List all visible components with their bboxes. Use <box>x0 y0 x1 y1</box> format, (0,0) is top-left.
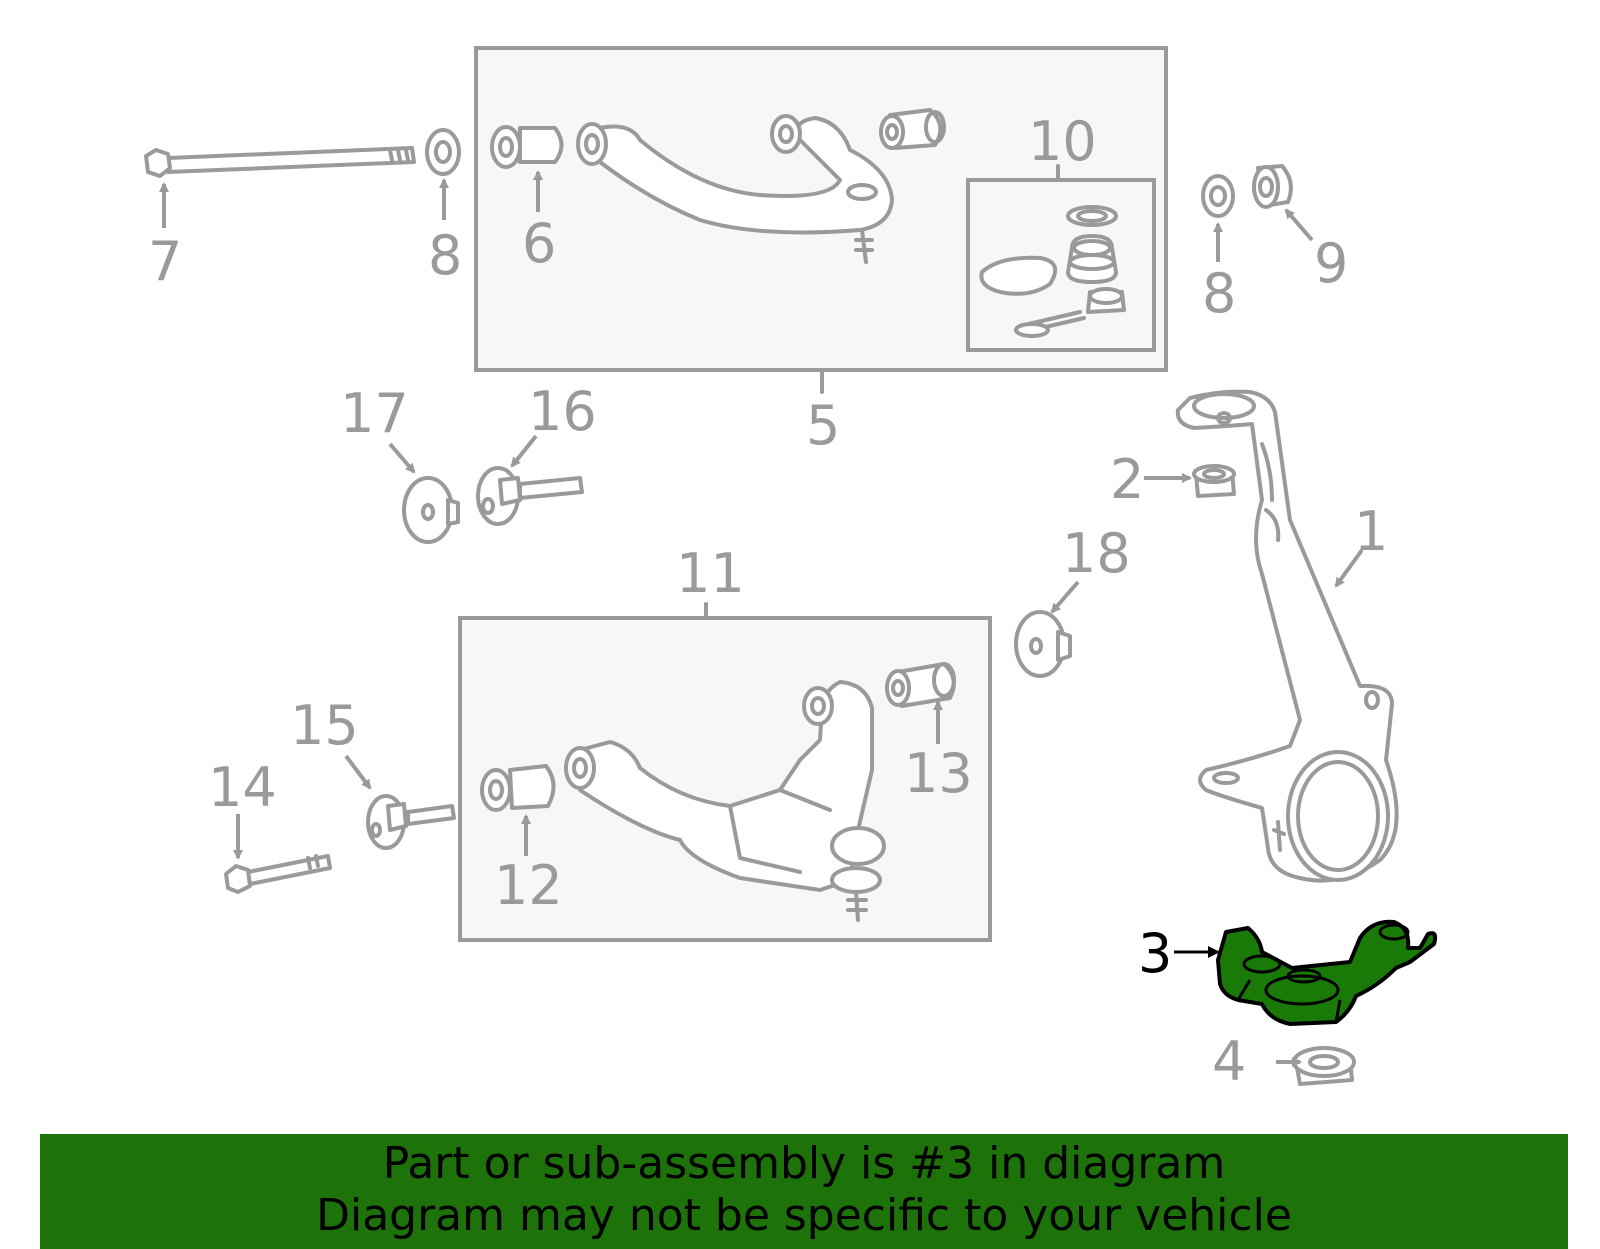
callout-15: 15 <box>290 694 359 757</box>
part-cap-18[interactable] <box>1014 610 1072 678</box>
callout-3: 3 <box>1138 922 1172 985</box>
callout-8-left: 8 <box>428 224 462 287</box>
callout-labels: 1 2 3 4 5 6 7 8 8 9 10 11 12 13 14 15 16… <box>148 110 1388 1093</box>
part-cam-bolt-16[interactable] <box>476 466 584 526</box>
part-upper-arm[interactable] <box>576 114 894 264</box>
callout-7: 7 <box>148 230 182 293</box>
callout-11: 11 <box>676 542 745 605</box>
part-ball-joint-kit[interactable] <box>979 205 1126 338</box>
part-steering-arm-3-highlighted[interactable] <box>1216 919 1438 1026</box>
part-cam-bolt-15[interactable] <box>366 794 456 850</box>
part-cam-17[interactable] <box>402 476 460 544</box>
lower-control-arm-box <box>458 602 992 942</box>
callout-13: 13 <box>904 742 973 805</box>
info-banner: Part or sub-assembly is #3 in diagram Di… <box>40 1134 1568 1249</box>
part-bushing-13[interactable] <box>885 662 956 708</box>
banner-line-1: Part or sub-assembly is #3 in diagram <box>382 1138 1226 1189</box>
upper-control-arm-box <box>474 46 1168 372</box>
part-nut-4[interactable] <box>1292 1046 1356 1086</box>
callout-9: 9 <box>1314 232 1348 295</box>
callout-6: 6 <box>522 212 556 275</box>
part-lower-arm[interactable] <box>564 680 886 922</box>
callout-2: 2 <box>1110 448 1144 511</box>
part-nut-2[interactable] <box>1192 464 1236 498</box>
part-washer-8-left[interactable] <box>425 128 461 176</box>
callout-4: 4 <box>1212 1030 1246 1093</box>
part-bolt-7[interactable] <box>144 146 416 178</box>
leader-lines <box>159 170 1364 1067</box>
callout-14: 14 <box>208 756 277 819</box>
banner-line-2: Diagram may not be specific to your vehi… <box>316 1190 1292 1241</box>
part-washer-8-right[interactable] <box>1201 174 1235 218</box>
part-bolt-14[interactable] <box>224 854 332 894</box>
callout-5: 5 <box>806 394 840 457</box>
callout-12: 12 <box>494 854 563 917</box>
callout-16: 16 <box>528 380 597 443</box>
part-bushing-12[interactable] <box>480 764 556 812</box>
part-steering-knuckle-1[interactable] <box>1175 389 1399 883</box>
part-bushing-6[interactable] <box>490 125 564 169</box>
callout-10: 10 <box>1028 110 1097 173</box>
part-bushing-upper-rear[interactable] <box>879 108 946 150</box>
callout-8-right: 8 <box>1202 262 1236 325</box>
callout-17: 17 <box>340 382 409 445</box>
callout-18: 18 <box>1062 522 1131 585</box>
callout-1: 1 <box>1354 500 1388 563</box>
part-nut-9[interactable] <box>1252 164 1293 209</box>
